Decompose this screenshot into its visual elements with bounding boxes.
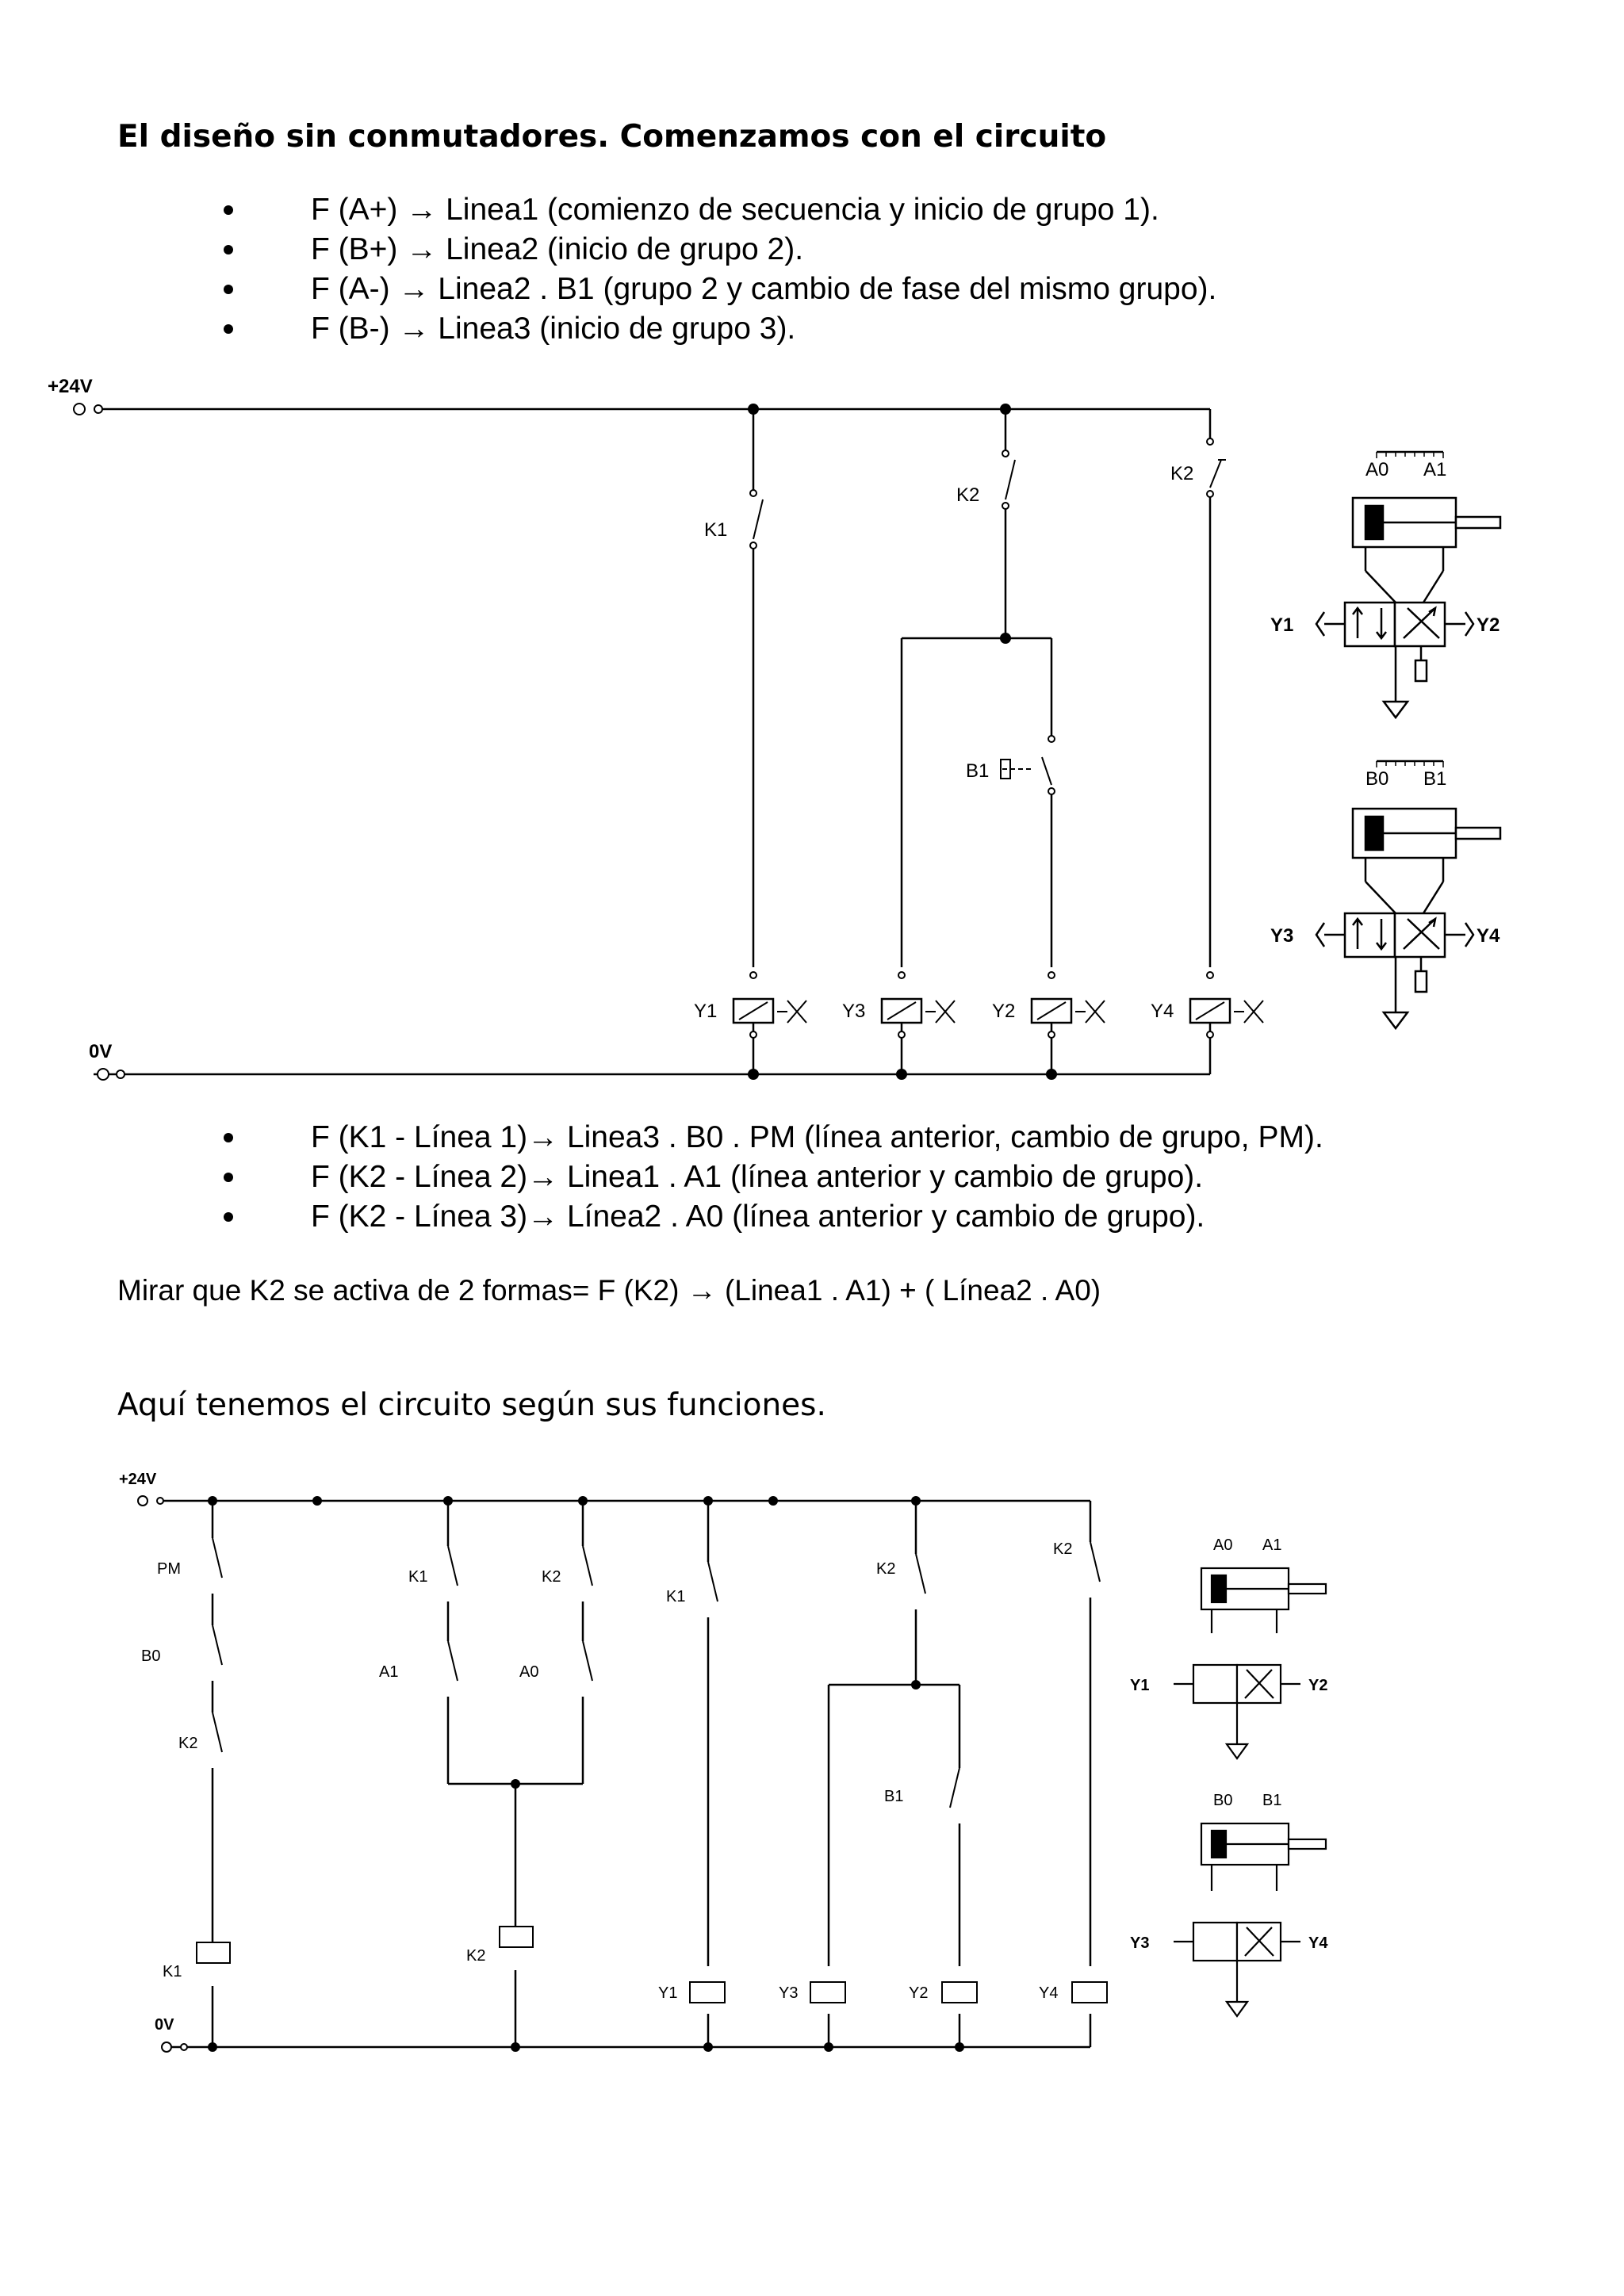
- bullet-icon: [224, 285, 233, 294]
- contact-k2-mid: K2: [956, 450, 1016, 510]
- valve-b-coil-y3-2: Y3: [1130, 1934, 1149, 1952]
- contact-k2-right-b: K2: [1053, 1540, 1072, 1558]
- list-item: F (K2 - Línea 2)→ Linea1 . A1 (línea ant…: [0, 1158, 1323, 1197]
- bullet-icon: [224, 245, 233, 254]
- contact-k2-col1: K2: [178, 1735, 197, 1752]
- contact-k2-right: K2: [1170, 438, 1226, 498]
- supply-neg-label-2: 0V: [155, 2016, 174, 2034]
- bullet-icon: [224, 1133, 233, 1142]
- contact-k1-col2: K1: [408, 1568, 427, 1586]
- bullet-icon: [224, 205, 233, 215]
- coil-y3: Y3: [842, 971, 923, 1039]
- svg-text:K1: K1: [704, 519, 727, 541]
- valve-b-2: [1174, 1921, 1300, 2018]
- list-item: F (B-) → Linea3 (inicio de grupo 3).: [0, 309, 1216, 349]
- note: Mirar que K2 se activa de 2 formas= F (K…: [117, 1274, 1101, 1307]
- cylinder-a-2: [1200, 1567, 1327, 1633]
- valve-a-2: [1174, 1663, 1300, 1760]
- contact-k2-col3: K2: [542, 1568, 561, 1586]
- coil-y1: Y1: [694, 971, 775, 1039]
- list-item: F (A+) → Linea1 (comienzo de secuencia y…: [0, 190, 1216, 230]
- valve-a-coil-y1-2: Y1: [1130, 1677, 1149, 1694]
- coil-k2: K2: [466, 1947, 485, 1965]
- svg-text:Y1: Y1: [694, 1001, 717, 1022]
- valve-b-coil-y4: Y4: [1477, 925, 1500, 947]
- contact-b1-2: B1: [884, 1788, 903, 1805]
- valve-a-coil-y1: Y1: [1270, 614, 1293, 636]
- valve-b-coil-y4-2: Y4: [1308, 1934, 1328, 1952]
- coil-y4: Y4: [1151, 971, 1231, 1039]
- valve-a-coil-y2-2: Y2: [1308, 1677, 1327, 1694]
- sensor-b1-label: B1: [1423, 768, 1446, 790]
- cylinder-b-2: [1200, 1822, 1327, 1891]
- list-item: F (A-) → Linea2 . B1 (grupo 2 y cambio d…: [0, 270, 1216, 309]
- list-item: F (K2 - Línea 3)→ Línea2 . A0 (línea ant…: [0, 1197, 1323, 1237]
- coil-y1-2: Y1: [658, 1984, 677, 2002]
- valve-a: [1315, 601, 1475, 720]
- svg-text:K2: K2: [1170, 463, 1193, 484]
- circuit-diagram-2: +24V 0V PM B0 K2 K1 K1 A1 K2 K2 A0 K1 K2…: [119, 1471, 1328, 2053]
- svg-text:Y3: Y3: [842, 1001, 865, 1022]
- valve-a-coil-y2: Y2: [1477, 614, 1500, 636]
- bullet-icon: [224, 1173, 233, 1182]
- svg-text:Y4: Y4: [1151, 1001, 1174, 1022]
- contact-a1: A1: [379, 1663, 398, 1681]
- valve-b: [1315, 912, 1475, 1031]
- circuit-diagram-1: +24V 0V K1 K2 K2 B1 Y: [48, 376, 1502, 1081]
- coil-k1: K1: [163, 1963, 182, 1980]
- svg-text:K2: K2: [956, 484, 979, 506]
- coil-y4-2: Y4: [1039, 1984, 1058, 2002]
- list-item: F (K1 - Línea 1)→ Linea3 . B0 . PM (líne…: [0, 1118, 1323, 1158]
- valve-b-coil-y3: Y3: [1270, 925, 1293, 947]
- sensor-b0-2: B0: [1213, 1792, 1232, 1809]
- sensor-b1-2: B1: [1262, 1792, 1281, 1809]
- sensor-b0-label: B0: [1365, 768, 1388, 790]
- cylinder-b: [1351, 760, 1502, 914]
- coil-y2: Y2: [992, 971, 1073, 1039]
- heading: El diseño sin conmutadores. Comenzamos c…: [117, 119, 1107, 155]
- sensor-a1-label: A1: [1423, 459, 1446, 480]
- function-list-bottom: F (K1 - Línea 1)→ Linea3 . B0 . PM (líne…: [0, 1118, 1323, 1237]
- bullet-icon: [224, 1212, 233, 1222]
- coil-y2-2: Y2: [909, 1984, 928, 2002]
- contact-b0: B0: [141, 1647, 160, 1665]
- subheading: Aquí tenemos el circuito según sus funci…: [117, 1387, 826, 1423]
- sensor-a1-2: A1: [1262, 1536, 1281, 1554]
- svg-text:Y2: Y2: [992, 1001, 1015, 1022]
- list-item: F (B+) → Linea2 (inicio de grupo 2).: [0, 230, 1216, 270]
- svg-text:B1: B1: [966, 760, 989, 782]
- bullet-icon: [224, 324, 233, 334]
- sensor-a0-2: A0: [1213, 1536, 1232, 1554]
- contact-k1: K1: [704, 489, 764, 549]
- contact-b1: B1: [966, 735, 1055, 795]
- contact-k1-right: K1: [666, 1588, 685, 1605]
- supply-pos-label-2: +24V: [119, 1471, 157, 1488]
- coil-y3-2: Y3: [779, 1984, 798, 2002]
- function-list-top: F (A+) → Linea1 (comienzo de secuencia y…: [0, 190, 1216, 349]
- supply-pos-label: +24V: [48, 376, 93, 397]
- contact-pm: PM: [157, 1560, 181, 1578]
- cylinder-a: [1351, 450, 1502, 603]
- supply-neg-label: 0V: [89, 1041, 112, 1062]
- contact-a0: A0: [519, 1663, 538, 1681]
- contact-k2-right-a: K2: [876, 1560, 895, 1578]
- sensor-a0-label: A0: [1365, 459, 1388, 480]
